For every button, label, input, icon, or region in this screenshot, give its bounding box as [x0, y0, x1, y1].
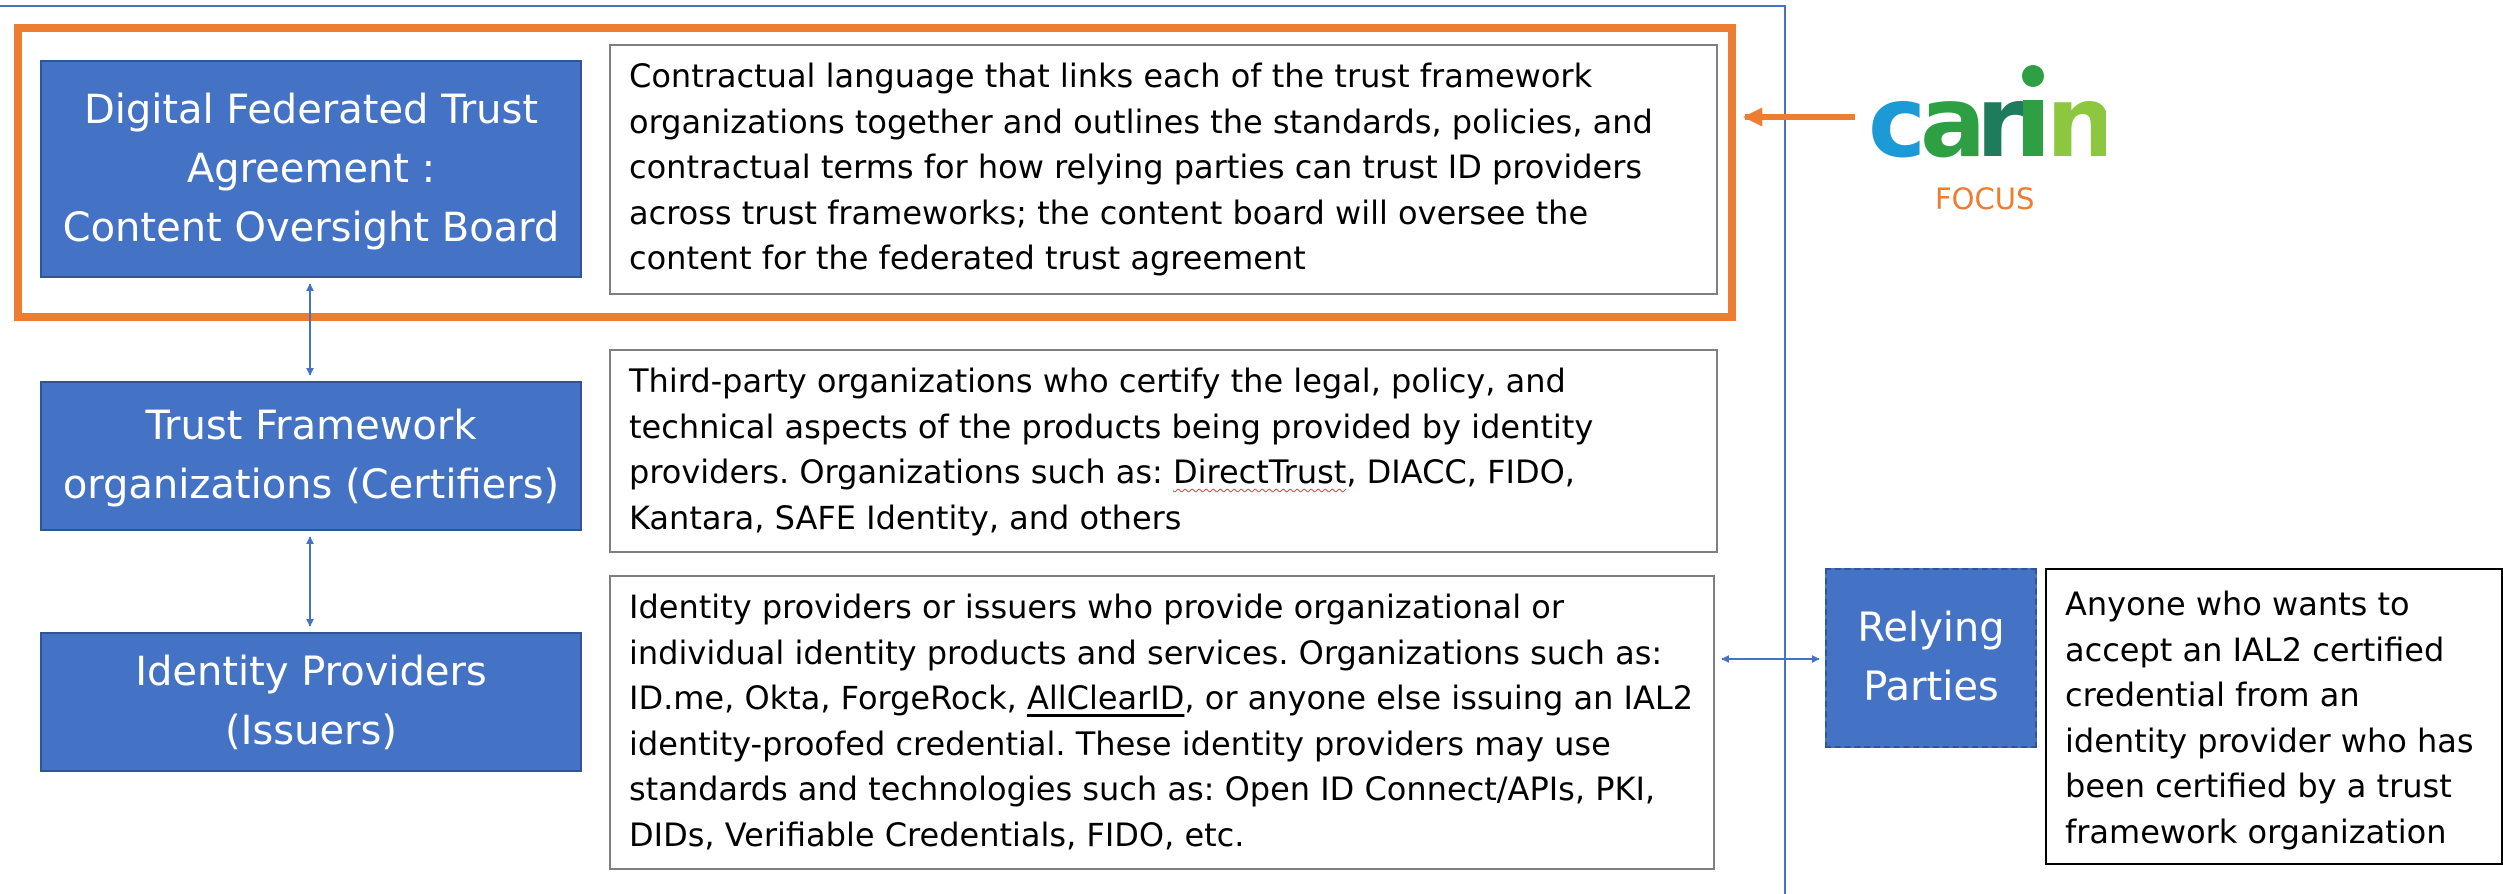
dfta-box: Digital Federated Trust Agreement : Cont… [40, 60, 582, 278]
svg-text:c: c [1868, 66, 1920, 168]
relying-parties-box-label: Relying Parties [1857, 605, 2005, 710]
idp-description-part2: , or anyone else issuing an IAL2 identit… [629, 679, 1694, 854]
tfo-description-part2: , DIACC, FIDO, Kantara, SAFE Identity, a… [629, 453, 1575, 537]
identity-providers-box-label: Identity Providers (Issuers) [135, 649, 487, 754]
identity-providers-description: Identity providers or issuers who provid… [609, 575, 1715, 870]
rp-description-text: Anyone who wants to accept an IAL2 certi… [2065, 585, 2474, 851]
svg-text:n: n [2046, 66, 2106, 168]
dfta-box-label: Digital Federated Trust Agreement : Cont… [62, 86, 560, 251]
focus-label: FOCUS [1935, 182, 2035, 216]
frame-right-line [1784, 5, 1786, 894]
svg-text:r: r [1976, 66, 2025, 168]
svg-text:a: a [1920, 66, 1980, 168]
allclearid-text: AllClearID [1026, 679, 1185, 717]
idp-description-part1: Identity providers or issuers who provid… [629, 588, 1663, 717]
directtrust-text: DirectTrust [1173, 453, 1347, 491]
identity-providers-box: Identity Providers (Issuers) [40, 632, 582, 772]
dfta-description-text: Contractual language that links each of … [629, 57, 1653, 277]
frame-top-line [0, 5, 1786, 7]
tfo-description-part1: Third-party organizations who certify th… [629, 362, 1594, 491]
dfta-description: Contractual language that links each of … [609, 44, 1718, 295]
trust-framework-description: Third-party organizations who certify th… [609, 349, 1718, 553]
trust-framework-box-label: Trust Framework organizations (Certifier… [62, 403, 560, 508]
trust-framework-box: Trust Framework organizations (Certifier… [40, 381, 582, 531]
focus-highlight-border [14, 24, 1736, 321]
relying-parties-box: Relying Parties [1825, 568, 2037, 748]
relying-parties-description: Anyone who wants to accept an IAL2 certi… [2045, 568, 2503, 865]
carin-logo-icon: c a r n [1868, 65, 2106, 168]
